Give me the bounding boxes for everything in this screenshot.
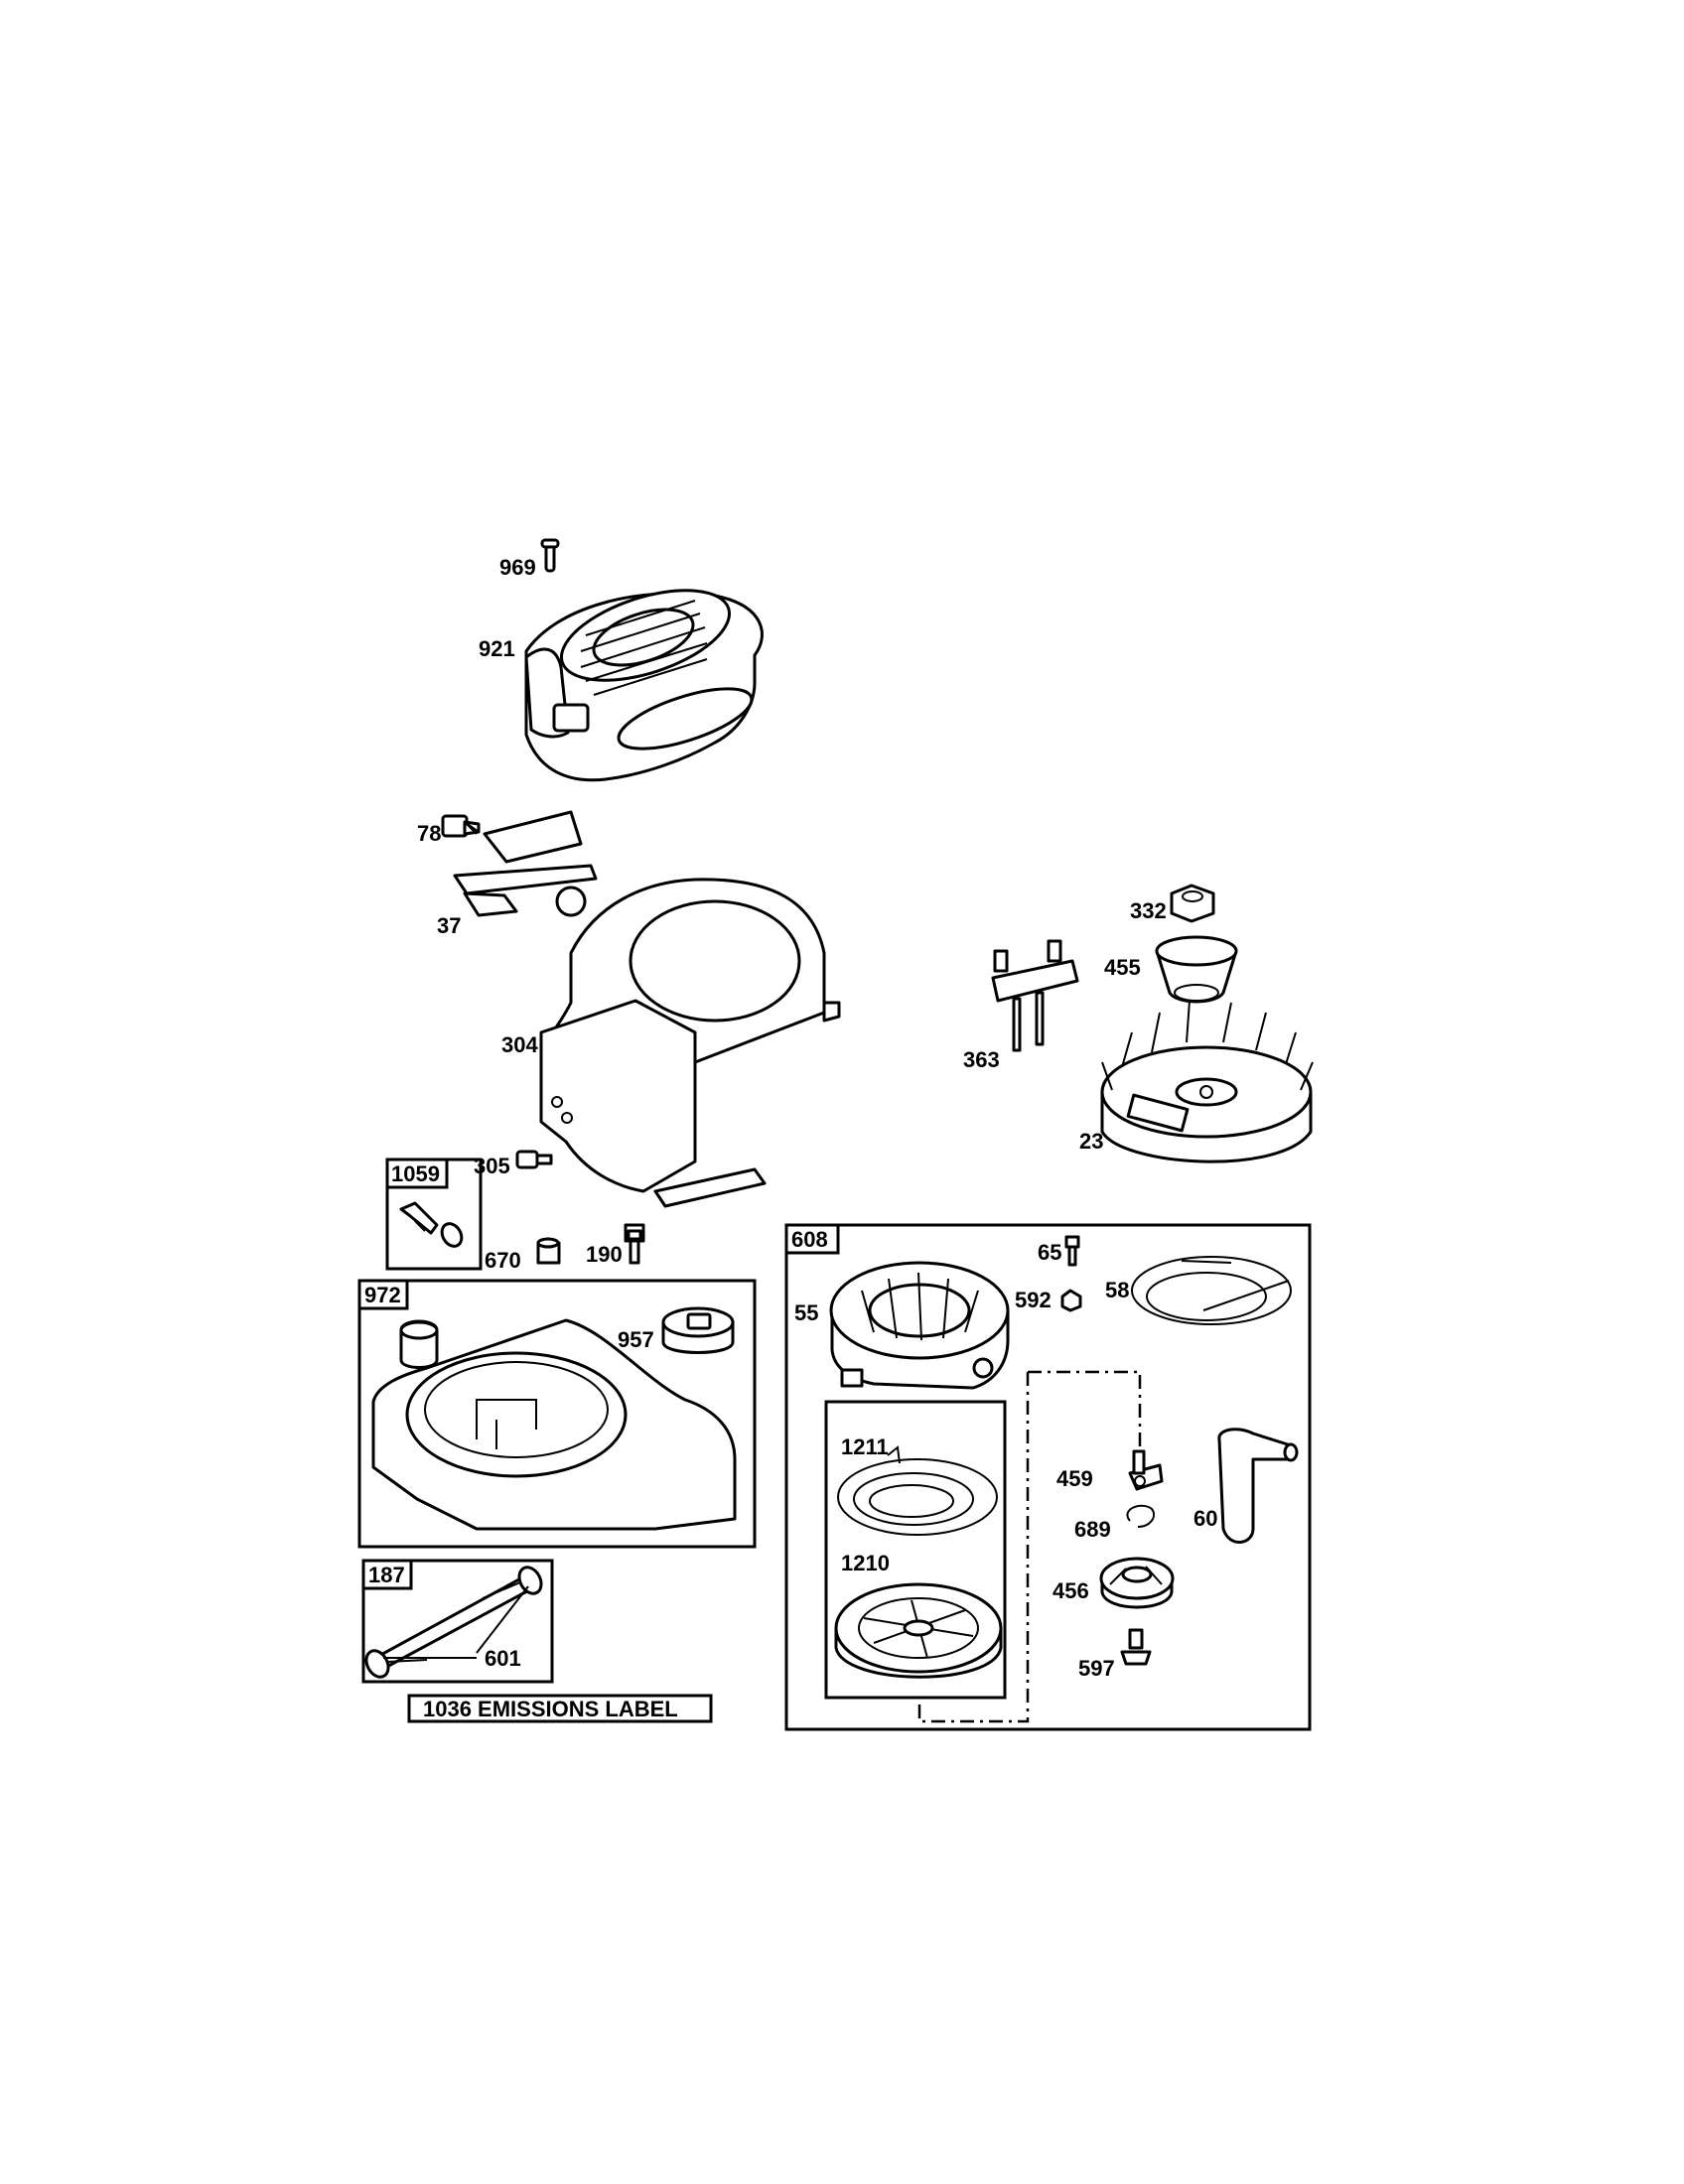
part-1211-rewind-spring <box>837 1445 998 1536</box>
label-592: 592 <box>1015 1288 1052 1312</box>
part-957-fuel-cap <box>661 1306 735 1354</box>
label-455: 455 <box>1104 955 1141 980</box>
part-60-handle <box>1217 1428 1299 1544</box>
part-78-bolt <box>441 814 481 838</box>
group-187-tag <box>361 1559 413 1590</box>
part-972-fuel-tank <box>371 1318 737 1531</box>
label-1059: 1059 <box>391 1161 440 1186</box>
label-363: 363 <box>963 1047 1000 1072</box>
part-459-pawl <box>1128 1449 1164 1491</box>
group-972-tag <box>357 1279 409 1310</box>
part-58-starter-rope <box>1131 1256 1292 1325</box>
label-190: 190 <box>586 1242 623 1267</box>
part-23-flywheel <box>1100 1000 1314 1163</box>
label-456: 456 <box>1052 1578 1089 1603</box>
group-608-tag <box>784 1223 840 1255</box>
part-332-nut <box>1170 884 1215 923</box>
part-65-screw <box>1064 1235 1080 1267</box>
group-1059-tag <box>385 1158 449 1189</box>
part-592-nut <box>1060 1289 1082 1312</box>
part-1210-pulley <box>834 1582 1003 1679</box>
label-670: 670 <box>485 1248 521 1273</box>
part-187-fuel-line <box>364 1566 543 1679</box>
part-363-bracket <box>991 939 1079 1052</box>
label-969: 969 <box>499 555 536 580</box>
group-1211-1210-box <box>824 1400 1007 1700</box>
part-921-engine-cover <box>524 589 764 782</box>
part-305-screw <box>515 1150 553 1169</box>
part-37-air-guide <box>453 810 598 917</box>
part-597-screw <box>1120 1628 1152 1666</box>
part-190-stud <box>624 1223 645 1265</box>
label-332: 332 <box>1130 898 1167 923</box>
part-689-retainer <box>1126 1504 1156 1528</box>
group-187-box <box>361 1559 554 1684</box>
part-601-clamps <box>383 1585 529 1659</box>
part-455-starter-cup <box>1155 935 1238 1004</box>
label-23: 23 <box>1079 1129 1103 1154</box>
label-1211: 1211 <box>841 1434 889 1459</box>
label-304: 304 <box>501 1032 538 1057</box>
part-456-ratchet <box>1099 1557 1175 1609</box>
label-597: 597 <box>1078 1656 1115 1681</box>
part-969-screw <box>540 538 560 573</box>
label-78: 78 <box>417 821 441 846</box>
assembly-connector-line <box>917 1370 1142 1723</box>
group-972-box <box>357 1279 757 1549</box>
label-58: 58 <box>1105 1278 1129 1302</box>
label-689: 689 <box>1074 1517 1111 1542</box>
label-37: 37 <box>437 913 461 938</box>
label-972: 972 <box>364 1283 401 1307</box>
label-187: 187 <box>368 1563 405 1587</box>
label-957: 957 <box>618 1327 654 1352</box>
emissions-label: 1036 EMISSIONS LABEL <box>423 1697 678 1721</box>
label-1210: 1210 <box>841 1551 890 1575</box>
part-304-blower-housing <box>539 878 841 1208</box>
part-1059-stud-washer <box>399 1201 464 1248</box>
part-670-bushing <box>536 1237 561 1265</box>
group-608-box <box>784 1223 1312 1731</box>
label-921: 921 <box>479 636 515 661</box>
emissions-label-box <box>407 1694 713 1723</box>
part-55-starter-housing <box>829 1261 1010 1390</box>
label-60: 60 <box>1193 1506 1217 1531</box>
label-55: 55 <box>794 1300 818 1325</box>
label-459: 459 <box>1056 1466 1093 1491</box>
label-65: 65 <box>1038 1240 1061 1265</box>
label-601: 601 <box>485 1646 521 1671</box>
label-608: 608 <box>791 1227 828 1252</box>
